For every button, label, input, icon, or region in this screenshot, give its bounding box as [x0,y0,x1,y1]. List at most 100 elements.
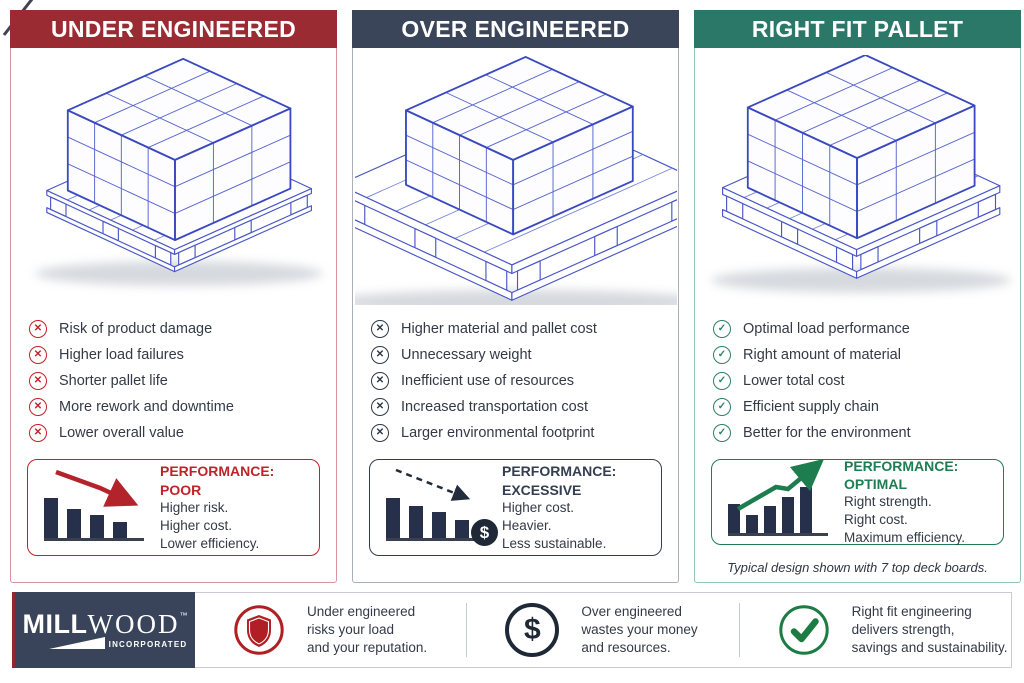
up-arrow-icon [736,458,825,511]
x-circle-icon: ✕ [371,372,389,390]
bullet-label: Lower total cost [743,373,845,389]
list-item: ✕Inefficient use of resources [371,372,678,390]
x-circle-icon: ✕ [29,372,47,390]
performance-box: PERFORMANCE: OPTIMAL Right strength. Rig… [711,457,1004,547]
bullet-list: ✕ Risk of product damage ✕ Higher load fai… [29,320,336,442]
bullet-label: Better for the environment [743,425,911,441]
bullet-label: Efficient supply chain [743,399,879,415]
column-header: UNDER ENGINEERED [10,10,337,48]
list-item: ✕Larger environmental footprint [371,424,678,442]
footer-line: delivers strength, [851,621,955,637]
performance-label: PERFORMANCE: [160,463,275,480]
performance-line: Right strength. [844,494,932,510]
footer-item-under: Under engineered risks your load and you… [195,603,466,658]
performance-rating: OPTIMAL [844,476,907,493]
bullet-list: ✕Higher material and pallet cost ✕Unnece… [371,320,678,442]
chart-bar [386,498,400,538]
list-item: ✕Lower overall value [29,424,336,442]
footer-item-text: Right fit engineering delivers strength,… [852,603,1008,658]
chart-bar [455,520,469,538]
dollar-icon: $ [505,603,560,657]
list-item: ✕ Risk of product damage [29,320,336,338]
footer-line: savings and sustainability. [851,640,1008,656]
performance-label: PERFORMANCE: [844,457,959,474]
check-circle-icon: ✓ [713,372,731,390]
footer-line: Under engineered [307,603,416,619]
performance-line: Heavier. [502,517,552,533]
rising-bar-chart-icon [728,458,828,536]
logo-incorporated-text: INCORPORATED [108,640,188,649]
x-circle-icon: ✕ [371,424,389,442]
performance-line: Right cost. [844,512,908,528]
footer-line: risks your load [307,621,395,637]
performance-line: Maximum efficiency. [844,530,966,546]
footer-line: wastes your money [581,621,698,637]
x-circle-icon: ✕ [29,346,47,364]
list-item: ✕More rework and downtime [29,398,336,416]
column-right-fit-pallet: RIGHT FIT PALLET ✓Optimal load performan… [694,10,1021,583]
list-item: ✕ Shorter pallet life [29,372,336,390]
performance-rating: EXCESSIVE [502,481,582,498]
logo-mill-text: MILL [22,609,88,639]
x-circle-icon: ✕ [29,424,47,442]
list-item: ✕Unnecessary weight [371,346,678,364]
footer-item-text: Over engineered wastes your money and re… [581,603,697,658]
performance-label: PERFORMANCE: [502,463,617,480]
pallet-blueprint-drawing [354,56,677,305]
logo-swoosh-icon [48,637,105,649]
chart-bar [432,512,446,538]
footer-item-text: Under engineered risks your load and you… [307,603,427,658]
pallet-illustration [695,48,1020,308]
logo-wood-text: WOOD [87,609,180,639]
check-icon [778,605,829,655]
typical-design-caption: Typical design shown with 7 top deck boa… [727,560,988,575]
list-item: ✓Optimal load performance [713,320,1020,338]
performance-text: PERFORMANCE: POOR Higher risk. Higher co… [160,462,274,552]
list-item: ✕ Higher load failures [29,346,336,364]
check-circle-icon: ✓ [713,320,731,338]
divider [738,603,740,657]
list-item: ✓ Efficient supply chain [713,398,1020,416]
bullet-label: Higher load failures [59,347,184,363]
chart-bar [44,498,58,538]
chart-bar [782,496,794,533]
chart-bar [409,506,423,538]
footer-item-rightfit: Right fit engineering delivers strength,… [740,603,1011,658]
performance-line: Higher risk. [160,499,229,515]
bullet-label: Increased transportation cost [401,399,588,415]
dashed-down-arrow-icon [395,468,471,501]
pallet-illustration [11,48,336,308]
performance-box: PERFORMANCE: POOR Higher risk. Higher co… [27,459,320,556]
logo-subline: INCORPORATED [48,637,188,649]
dollar-badge-icon: $ [471,519,498,546]
chart-bar [90,515,104,538]
chart-bar [800,486,812,533]
column-header: RIGHT FIT PALLET [694,10,1021,48]
column-under-engineered: UNDER ENGINEERED ✕ Risk of product damage… [10,10,337,583]
x-circle-icon: ✕ [29,320,47,338]
bullet-label: Shorter pallet life [59,373,168,389]
trademark-symbol: ™ [179,611,188,620]
performance-text: PERFORMANCE: OPTIMAL Right strength. Rig… [844,457,965,547]
column-over-engineered: OVER ENGINEERED ✕Higher material and pal… [352,10,679,583]
pallet-illustration [353,48,678,308]
chart-bar [67,509,81,538]
bullet-label: Risk of product damage [59,321,213,337]
performance-box: $ PERFORMANCE: EXCESSIVE Higher cost. He… [369,459,662,556]
chart-bar [113,522,127,538]
footer-line: and your reputation. [307,640,428,656]
check-circle-icon: ✓ [713,424,731,442]
shield-icon [234,605,284,655]
chart-bar [728,503,740,533]
pallet-blueprint-drawing [34,57,323,286]
footer-line: and resources. [581,640,671,656]
bullet-label: Unnecessary weight [401,347,532,363]
comparison-columns: UNDER ENGINEERED ✕ Risk of product damage… [10,10,1021,583]
declining-bar-chart-icon [44,469,144,541]
performance-line: Less sustainable. [502,535,607,551]
bullet-label: More rework and downtime [59,399,234,415]
check-circle-icon: ✓ [713,398,731,416]
